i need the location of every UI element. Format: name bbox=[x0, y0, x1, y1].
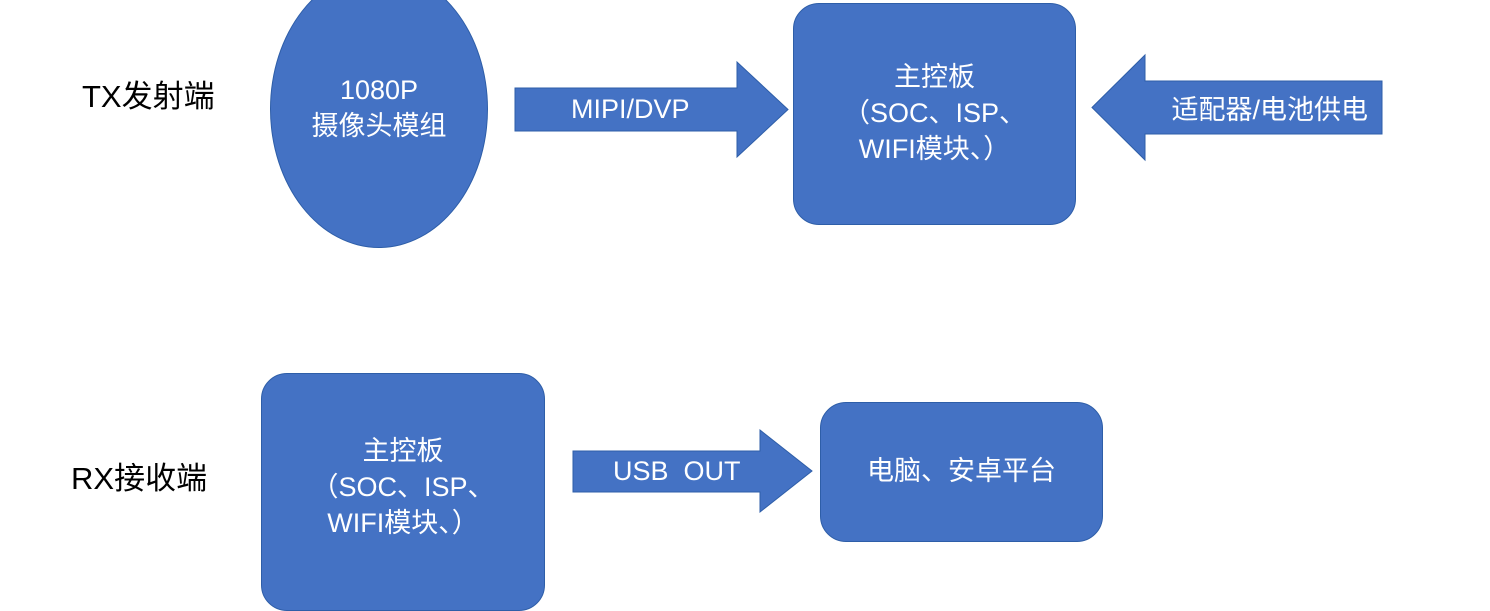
usb-out-arrow-shape bbox=[572, 428, 813, 514]
host-platform-label: 电脑、安卓平台 bbox=[867, 456, 1056, 487]
host-platform-node[interactable]: 电脑、安卓平台 bbox=[820, 402, 1103, 542]
usb-out-arrow[interactable]: USB OUT bbox=[572, 428, 813, 514]
camera-module-label: 1080P 摄像头模组 bbox=[311, 75, 447, 141]
mipi-dvp-arrow[interactable]: MIPI/DVP bbox=[514, 60, 789, 159]
power-supply-arrow[interactable]: 适配器/电池供电 bbox=[1091, 53, 1383, 162]
rx-main-board-node[interactable]: 主控板 （SOC、ISP、 WIFI模块、） bbox=[261, 373, 545, 611]
tx-row-label: TX发射端 bbox=[82, 79, 215, 114]
mipi-dvp-arrow-shape bbox=[514, 60, 789, 159]
camera-module-node[interactable]: 1080P 摄像头模组 bbox=[270, 0, 488, 248]
tx-main-board-label: 主控板 （SOC、ISP、 WIFI模块、） bbox=[842, 62, 1027, 164]
rx-main-board-label: 主控板 （SOC、ISP、 WIFI模块、） bbox=[311, 436, 495, 538]
power-supply-arrow-shape bbox=[1091, 53, 1383, 162]
rx-row-label: RX接收端 bbox=[71, 461, 208, 496]
tx-main-board-node[interactable]: 主控板 （SOC、ISP、 WIFI模块、） bbox=[793, 3, 1076, 225]
